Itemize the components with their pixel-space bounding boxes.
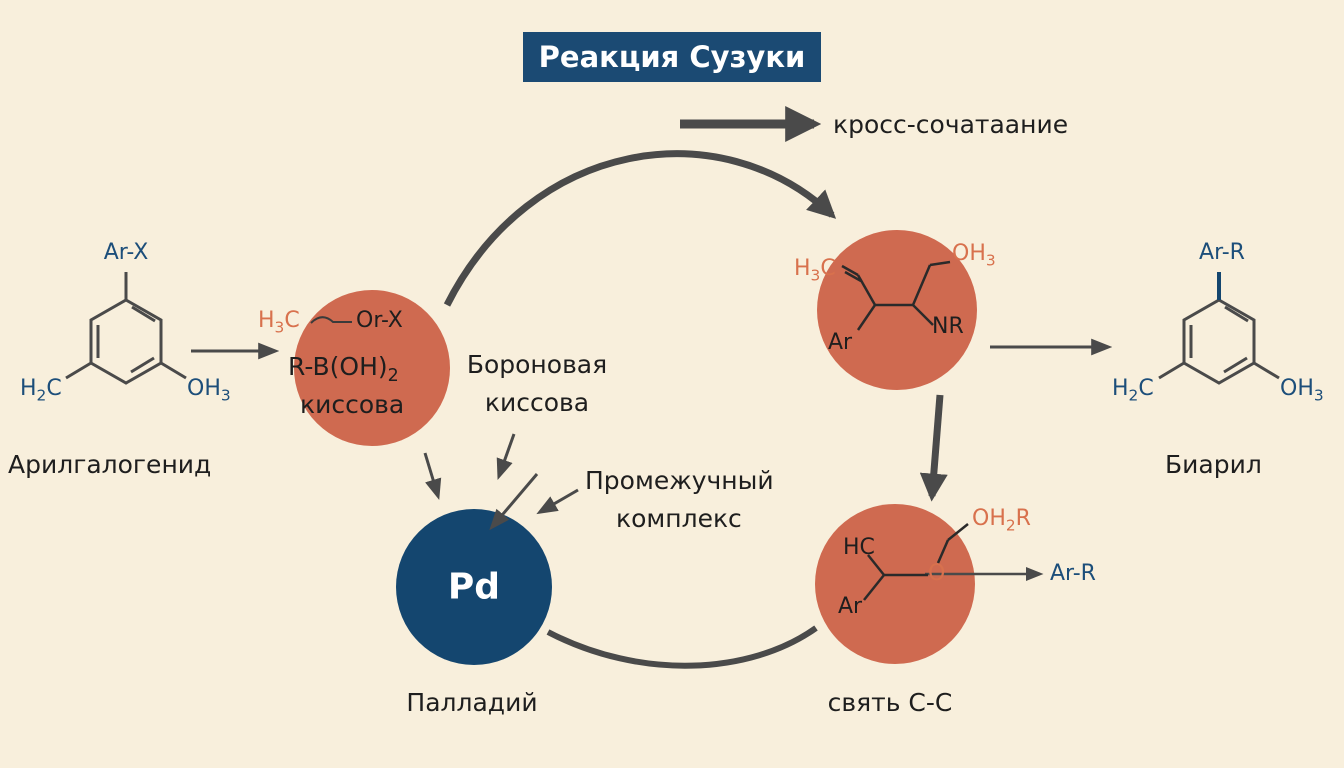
palladium-circle <box>396 509 552 665</box>
arrow-boronic-to-pd <box>423 452 442 501</box>
upper-ar: Ar <box>828 330 853 355</box>
aryl-halide-name: Арилгалогенид <box>8 450 212 479</box>
product-ar-r: Ar-R <box>1050 561 1096 586</box>
boronic-h3c: H3C <box>258 308 300 337</box>
aryl-halide-ring <box>65 272 187 385</box>
lower-hc: HC <box>843 535 875 560</box>
intermediate-label-line1: Промежучный <box>585 466 774 495</box>
diagram-title: Реакция Сузуки <box>523 32 821 82</box>
boronic-circle-word: киссова <box>300 390 405 419</box>
intermediate-circle-upper <box>817 230 977 390</box>
palladium-name: Палладий <box>406 688 538 717</box>
aryl-top-group: Ar-X <box>103 240 149 265</box>
biaryl-ring <box>1158 272 1280 385</box>
upper-h3c: H3C <box>794 256 836 285</box>
cycle-arc-upper <box>443 150 837 307</box>
upper-circle-bonds <box>841 260 951 331</box>
biaryl-name: Биарил <box>1165 450 1262 479</box>
aryl-left-group: H2C <box>20 376 62 405</box>
aryl-right-group: OH3 <box>187 376 231 405</box>
boronic-or-x: Or-X <box>356 308 403 333</box>
biaryl-top-group: Ar-R <box>1199 240 1245 265</box>
arrow-intermediate-to-pd <box>536 488 579 515</box>
lower-ar: Ar <box>838 594 863 619</box>
arrow-label-to-pd <box>496 433 516 480</box>
lower-circle-bonds <box>863 523 969 601</box>
cycle-arc-lower <box>546 625 818 669</box>
intermediate-circle-lower <box>815 504 975 664</box>
boronic-formula: R-B(OH)2 <box>288 352 399 386</box>
biaryl-right-group: OH3 <box>1280 376 1324 405</box>
boronic-label-line1: Бороновая <box>466 350 608 379</box>
boronic-label-line2: киссова <box>484 388 590 417</box>
legend-label: кросс-сочатаание <box>833 110 1069 139</box>
boronic-acid-circle <box>294 290 450 446</box>
biaryl-left-group: H2C <box>1112 376 1154 405</box>
upper-oh3: OH3 <box>952 241 996 270</box>
upper-nr: NR <box>932 314 964 339</box>
boronic-bonds <box>310 316 352 324</box>
lower-o: O <box>928 561 946 586</box>
intermediate-label-line2: комплекс <box>616 504 742 533</box>
lower-oh2r: OH2R <box>972 506 1031 535</box>
arrow-into-pd-overlap <box>489 473 539 531</box>
cc-bond-name: свять C-C <box>827 688 953 717</box>
palladium-symbol: Pd <box>447 566 501 608</box>
cycle-arrow-right <box>919 394 948 502</box>
